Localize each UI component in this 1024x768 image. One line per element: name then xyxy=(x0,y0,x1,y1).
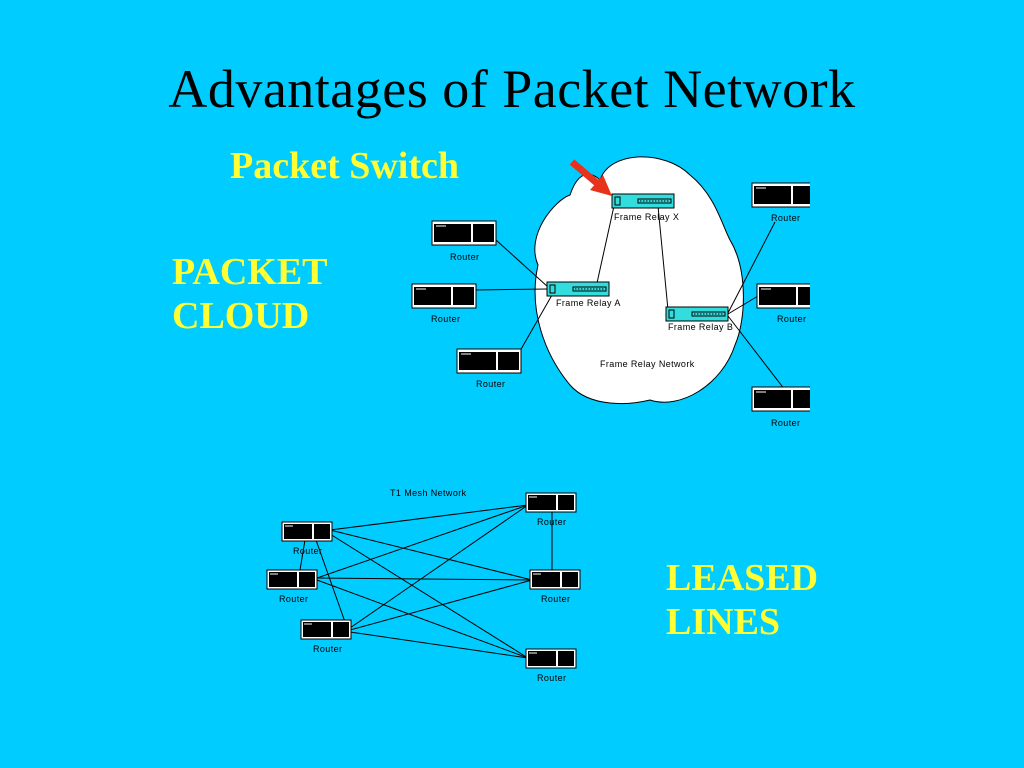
packet-switch-arrow xyxy=(569,159,612,196)
router-label: Router xyxy=(431,314,460,324)
t1-mesh-links xyxy=(299,504,553,659)
router-t1-right-2 xyxy=(529,569,581,590)
router-t1-right-3 xyxy=(525,648,577,669)
link-router-r1-b xyxy=(727,221,776,314)
router-fr-right-3 xyxy=(751,386,817,412)
router-fr-left-3 xyxy=(456,348,522,374)
router-t1-left-2 xyxy=(266,569,318,590)
link-x-a xyxy=(596,205,615,284)
router-label: Router xyxy=(293,546,322,556)
frame-relay-switch-a xyxy=(546,281,610,297)
link-router-l1-a xyxy=(495,239,549,288)
leased-lines-line-2: LINES xyxy=(666,601,781,643)
t1-mesh-network-label: T1 Mesh Network xyxy=(390,488,467,498)
router-label: Router xyxy=(771,418,800,428)
leased-lines-label: LEASED LINES xyxy=(666,556,818,644)
frame-relay-switch-x xyxy=(611,193,675,209)
router-label: Router xyxy=(476,379,505,389)
packet-cloud-line-2: CLOUD xyxy=(172,295,310,337)
packet-cloud-label: PACKET CLOUD xyxy=(172,250,328,338)
frame-relay-network-label: Frame Relay Network xyxy=(600,359,695,369)
router-label: Router xyxy=(777,314,806,324)
router-label: Router xyxy=(537,673,566,683)
frame-relay-b-label: Frame Relay B xyxy=(668,322,733,332)
router-label: Router xyxy=(771,213,800,223)
router-label: Router xyxy=(537,517,566,527)
link-router-l2-a xyxy=(475,288,549,291)
router-fr-left-1 xyxy=(431,220,497,246)
router-fr-right-1 xyxy=(751,182,817,208)
link-router-l3-a xyxy=(519,294,553,352)
packet-switch-label: Packet Switch xyxy=(230,145,460,187)
router-t1-right-1 xyxy=(525,492,577,513)
router-label: Router xyxy=(279,594,308,604)
link-x-b xyxy=(657,205,669,311)
router-label: Router xyxy=(313,644,342,654)
router-fr-left-2 xyxy=(411,283,477,309)
slide-title: Advantages of Packet Network xyxy=(168,59,856,119)
router-label: Router xyxy=(450,252,479,262)
packet-cloud-line-1: PACKET xyxy=(172,251,328,293)
router-t1-left-1 xyxy=(281,521,333,542)
leased-lines-line-1: LEASED xyxy=(666,557,819,599)
frame-relay-switch-b xyxy=(665,306,729,322)
link-router-r3-b xyxy=(727,315,786,391)
edge-clip xyxy=(810,175,850,435)
router-t1-left-3 xyxy=(300,619,352,640)
frame-relay-x-label: Frame Relay X xyxy=(614,212,679,222)
frame-relay-cloud xyxy=(534,156,744,405)
link-router-r2-b xyxy=(727,295,759,315)
router-label: Router xyxy=(541,594,570,604)
frame-relay-a-label: Frame Relay A xyxy=(556,298,621,308)
